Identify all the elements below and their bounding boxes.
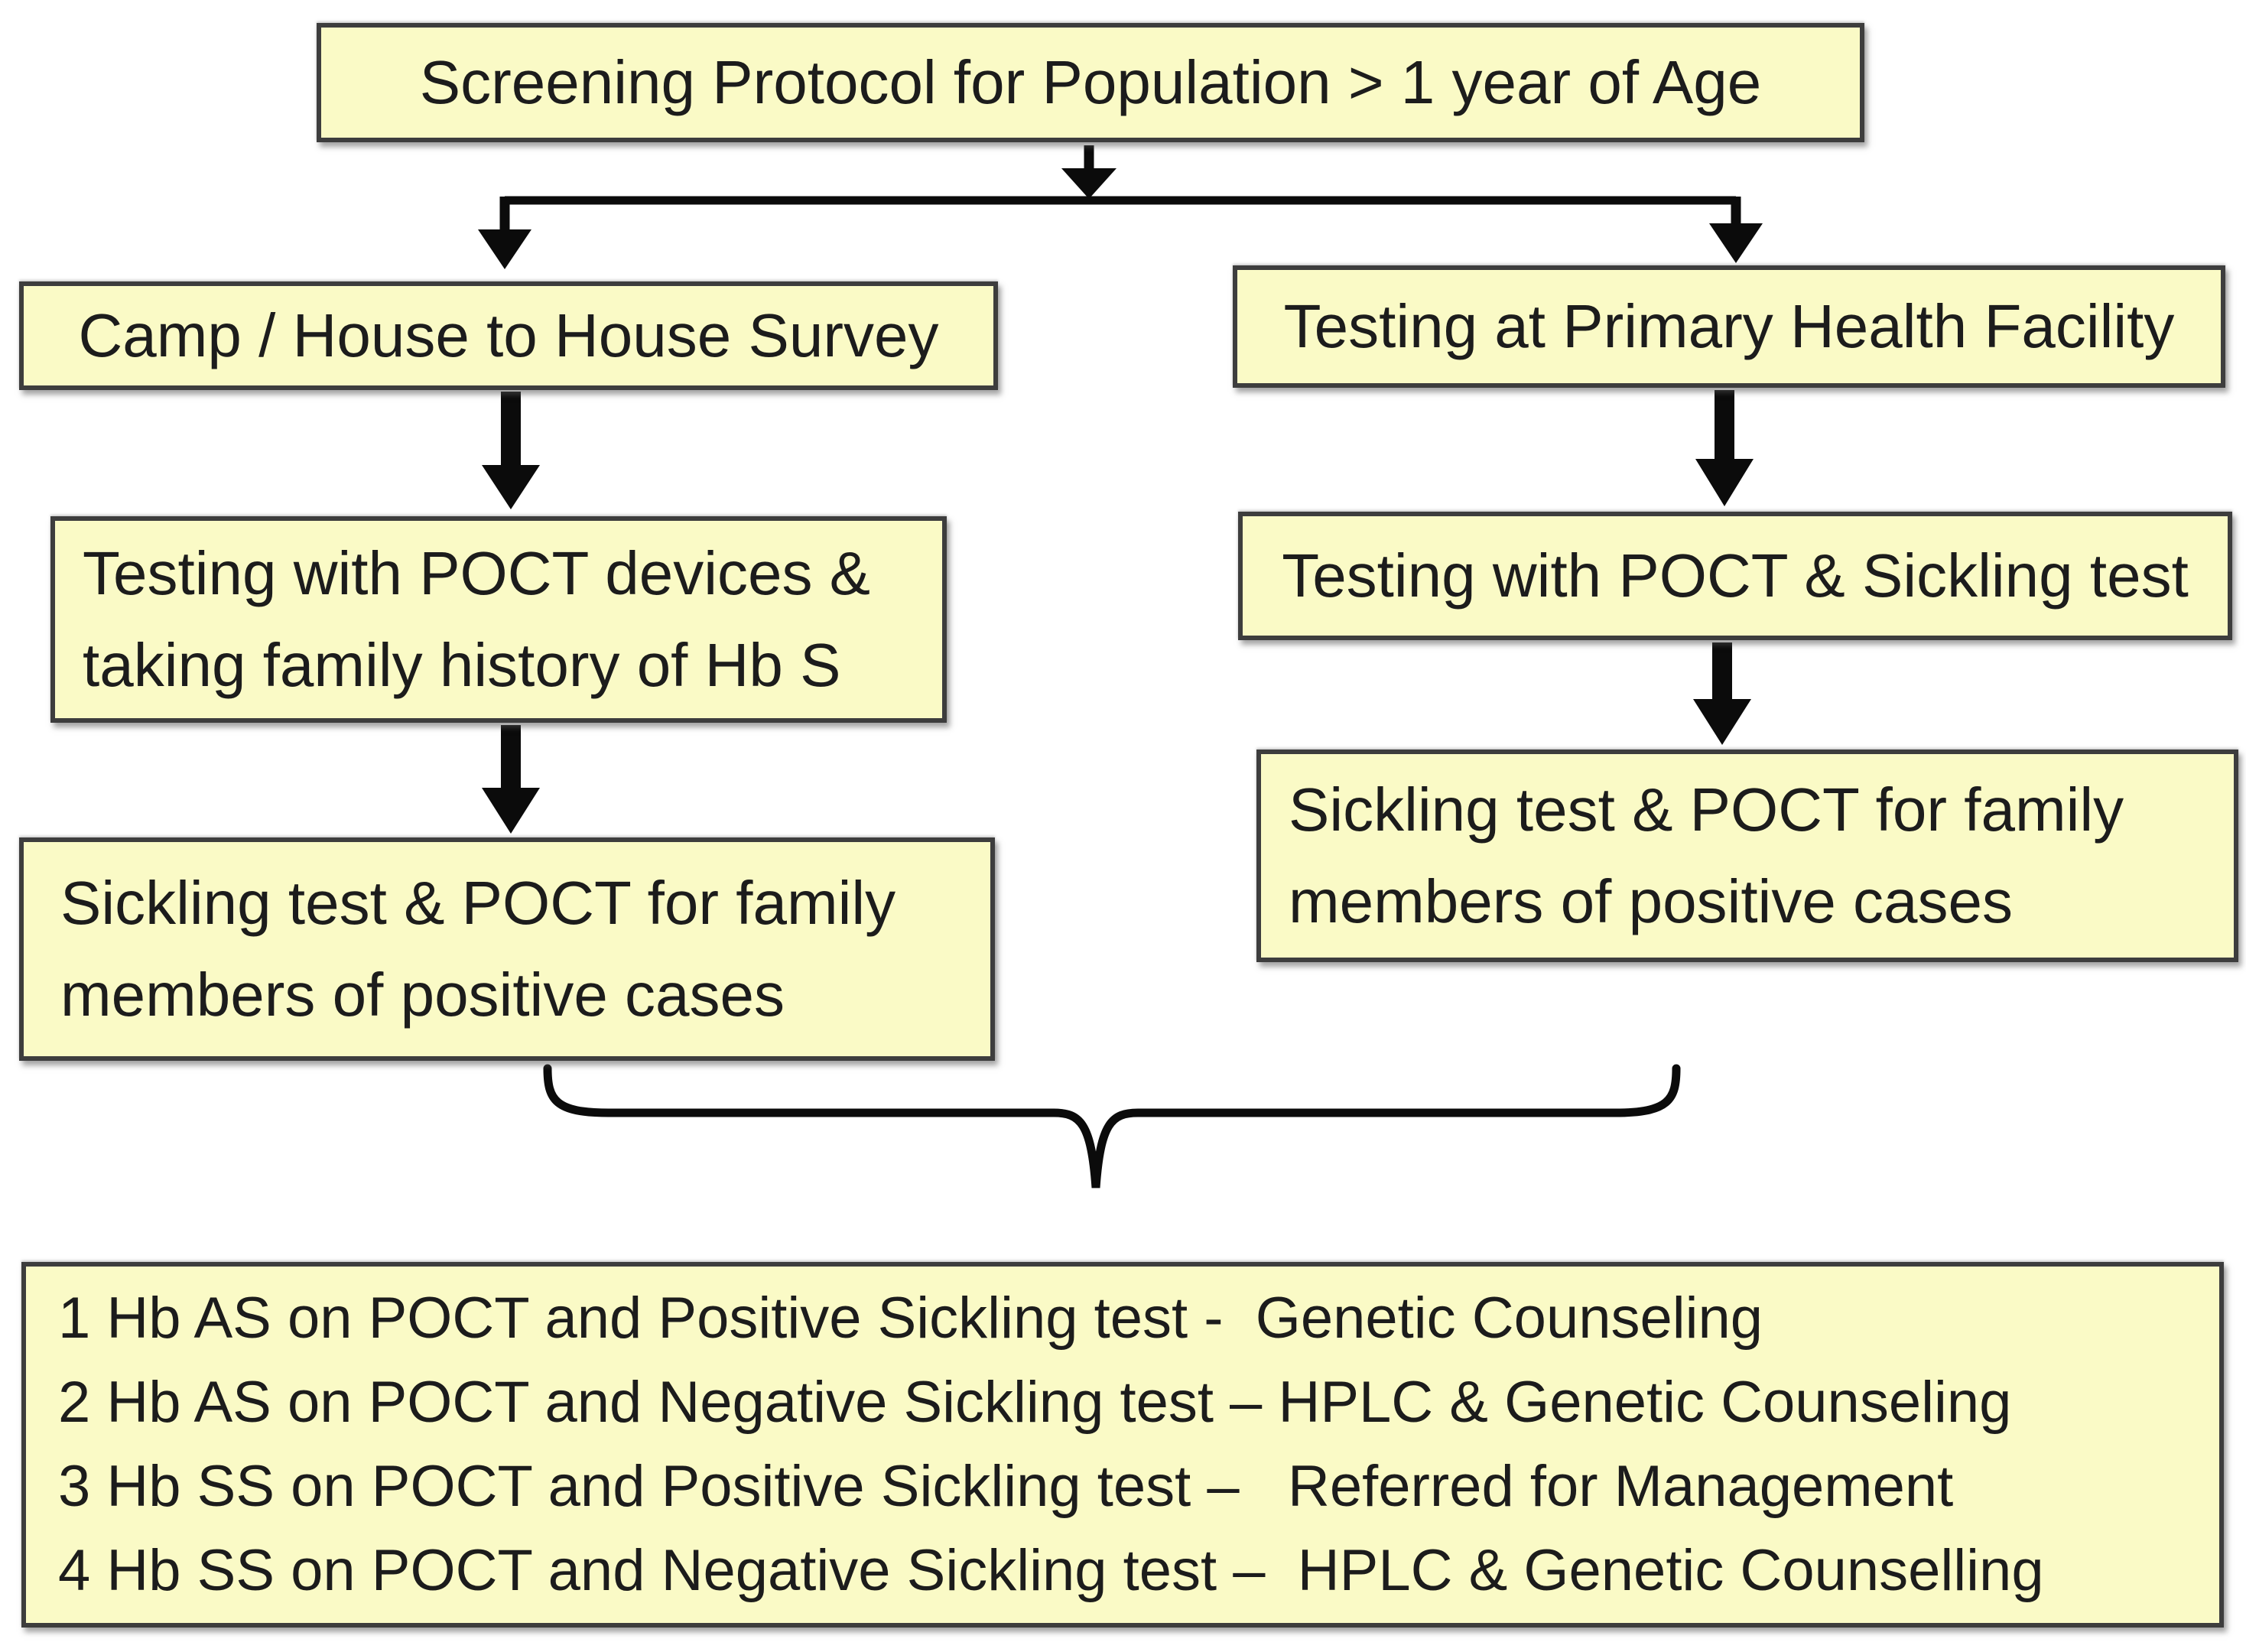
sickling-family-left-box: Sickling test & POCT for family members …	[19, 837, 995, 1061]
sickling-family-left-line1: Sickling test & POCT for family	[60, 869, 896, 937]
result-line-2: 2 Hb AS on POCT and Negative Sickling te…	[58, 1369, 2012, 1435]
poct-sickling-test-box: Testing with POCT & Sickling test	[1238, 512, 2232, 640]
primary-health-facility-box: Testing at Primary Health Facility	[1233, 265, 2225, 388]
poct-sickling-test-text: Testing with POCT & Sickling test	[1282, 541, 2189, 610]
results-box: 1 Hb AS on POCT and Positive Sickling te…	[21, 1262, 2224, 1628]
sickling-family-right-line2: members of positive cases	[1289, 867, 2014, 935]
poct-devices-line2: taking family history of Hb S	[83, 631, 841, 699]
sickling-family-left-line2: members of positive cases	[60, 961, 785, 1029]
camp-survey-text: Camp / House to House Survey	[78, 301, 939, 369]
result-line-3: 3 Hb SS on POCT and Positive Sickling te…	[58, 1454, 1954, 1519]
primary-health-facility-text: Testing at Primary Health Facility	[1283, 292, 2175, 360]
result-line-1: 1 Hb AS on POCT and Positive Sickling te…	[58, 1285, 1763, 1351]
poct-devices-box: Testing with POCT devices & taking famil…	[50, 516, 947, 723]
poct-devices-line1: Testing with POCT devices &	[83, 539, 871, 607]
title-box: Screening Protocol for Population > 1 ye…	[317, 23, 1864, 142]
arrow-camp-to-poct	[482, 392, 540, 509]
sickling-family-right-line1: Sickling test & POCT for family	[1289, 776, 2124, 844]
title-split-connector	[478, 145, 1763, 269]
merge-brace	[543, 1064, 1681, 1189]
arrow-facility-to-poct	[1695, 390, 1754, 506]
sickling-family-right-box: Sickling test & POCT for family members …	[1256, 750, 2238, 962]
result-line-4: 4 Hb SS on POCT and Negative Sickling te…	[58, 1538, 2044, 1604]
arrow-poct-to-sickling-right	[1693, 642, 1751, 745]
camp-survey-box: Camp / House to House Survey	[19, 281, 998, 390]
title-text: Screening Protocol for Population > 1 ye…	[419, 48, 1762, 116]
arrow-poct-to-sickling-left	[482, 725, 540, 834]
